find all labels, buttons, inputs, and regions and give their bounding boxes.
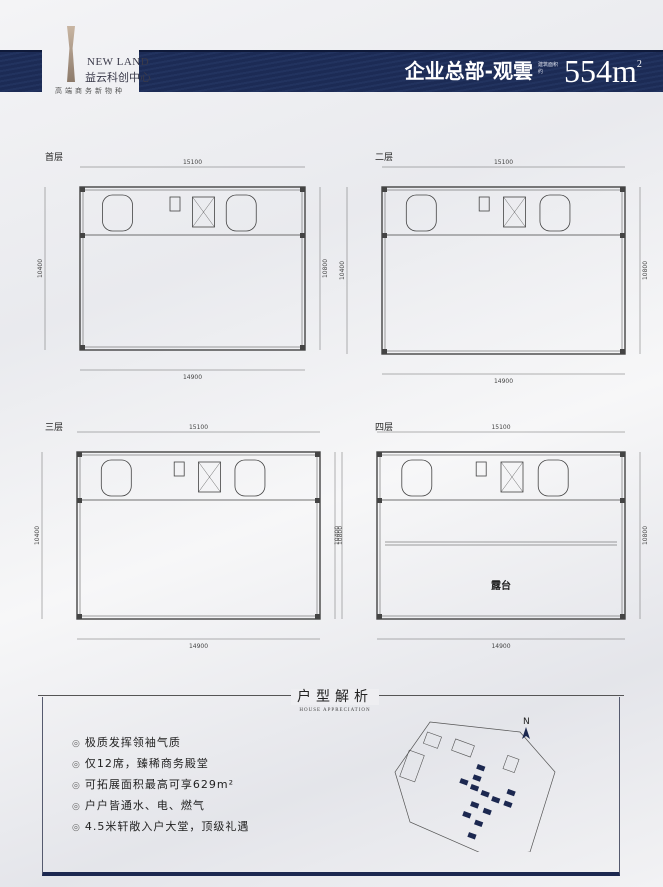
bullet-icon: ◎ — [72, 823, 81, 833]
floor-label: 四层 — [375, 423, 394, 433]
appreciation-subtitle: HOUSE APPRECIATION — [299, 708, 371, 713]
dimension-right: 10800 — [642, 526, 649, 545]
floor-plan: 15100 14900 10400 10800 — [37, 159, 329, 381]
feature-text: 仅12席，臻稀商务殿堂 — [84, 757, 209, 770]
dimension-top: 15100 — [494, 159, 513, 166]
feature-item: ◎4.5米轩敞入户大堂，顶级礼遇 — [72, 818, 249, 834]
dimension-left: 10400 — [37, 259, 44, 278]
feature-item: ◎可拓展面积最高可享629m² — [72, 776, 234, 792]
dimension-bottom: 14900 — [494, 378, 513, 385]
floor-label: 三层 — [45, 423, 64, 433]
dimension-bottom: 14900 — [189, 643, 208, 650]
feature-text: 户户皆通水、电、燃气 — [84, 799, 205, 812]
dimension-bottom: 14900 — [491, 643, 510, 650]
terrace-label: 露台 — [491, 579, 511, 592]
brand-name-en: NEW LAND — [87, 56, 150, 68]
brand-logo: NEW LAND 益云科创中心 高端商务新物种 — [55, 26, 151, 96]
page-title: 企业总部-观雲 — [404, 59, 533, 83]
dimension-top: 15100 — [491, 424, 510, 431]
area-unit-sup: 2 — [636, 59, 642, 70]
feature-item: ◎户户皆通水、电、燃气 — [72, 797, 205, 813]
header-band — [139, 50, 663, 92]
area-number: 554 — [564, 53, 612, 89]
feature-item: ◎极质发挥领袖气质 — [72, 734, 181, 750]
bullet-icon: ◎ — [72, 802, 81, 812]
area-unit: m — [612, 53, 637, 89]
appreciation-header: 户型解析 HOUSE APPRECIATION — [275, 686, 395, 713]
brand-name-cn: 益云科创中心 — [85, 71, 151, 84]
dimension-right: 10800 — [322, 259, 329, 278]
feature-text: 极质发挥领袖气质 — [84, 736, 181, 749]
feature-item: ◎仅12席，臻稀商务殿堂 — [72, 755, 209, 771]
feature-text: 4.5米轩敞入户大堂，顶级礼遇 — [84, 820, 250, 833]
appreciation-panel — [42, 697, 620, 876]
brand-tagline: 高端商务新物种 — [55, 87, 125, 95]
floor-label: 首层 — [45, 153, 64, 163]
bullet-icon: ◎ — [72, 760, 81, 770]
area-value: 554m2 — [564, 53, 642, 90]
feature-text: 可拓展面积最高可享629m² — [84, 778, 234, 791]
dimension-top: 15100 — [189, 424, 208, 431]
bullet-icon: ◎ — [72, 739, 81, 749]
site-plan: N — [394, 717, 556, 852]
header-band-left — [0, 50, 42, 92]
dimension-bottom: 14900 — [183, 374, 202, 381]
dimension-left: 10400 — [34, 526, 41, 545]
bullet-icon: ◎ — [72, 781, 81, 791]
floor-label: 二层 — [375, 153, 394, 163]
dimension-right: 10800 — [337, 526, 344, 545]
north-arrow-icon — [522, 727, 530, 739]
appreciation-title: 户型解析 — [291, 689, 379, 705]
logo-mark-icon — [67, 26, 75, 82]
dimension-right: 10800 — [642, 261, 649, 280]
dimension-left: 10400 — [334, 526, 341, 545]
area-label: 建筑面积约 — [538, 62, 559, 75]
floor-plan: 15100 14900 10400 10800 — [339, 159, 649, 385]
dimension-left: 10400 — [339, 261, 346, 280]
dimension-top: 15100 — [183, 159, 202, 166]
compass-label: N — [523, 717, 530, 727]
